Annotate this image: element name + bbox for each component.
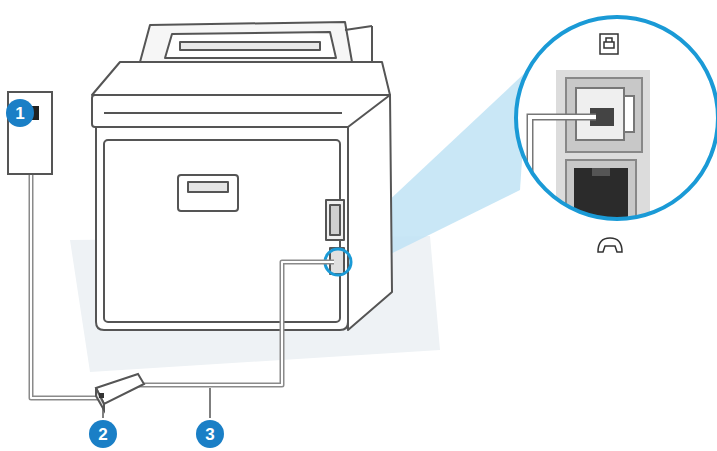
dsl-filter [96,374,144,410]
callout-circle: 1 [6,99,34,127]
phone-icon [598,238,622,252]
line-icon [600,34,618,54]
callout-circle: 3 [196,420,224,448]
leader-line [209,388,211,418]
zoom-circle [516,17,717,219]
callout-number: 3 [205,426,214,443]
phone-cord [31,117,334,398]
callout-circle: 2 [89,420,117,448]
printer [92,22,392,330]
callout-number: 1 [15,105,24,122]
leader-line [102,408,104,418]
callout-number: 2 [98,426,107,443]
zoom-detail [516,17,717,240]
